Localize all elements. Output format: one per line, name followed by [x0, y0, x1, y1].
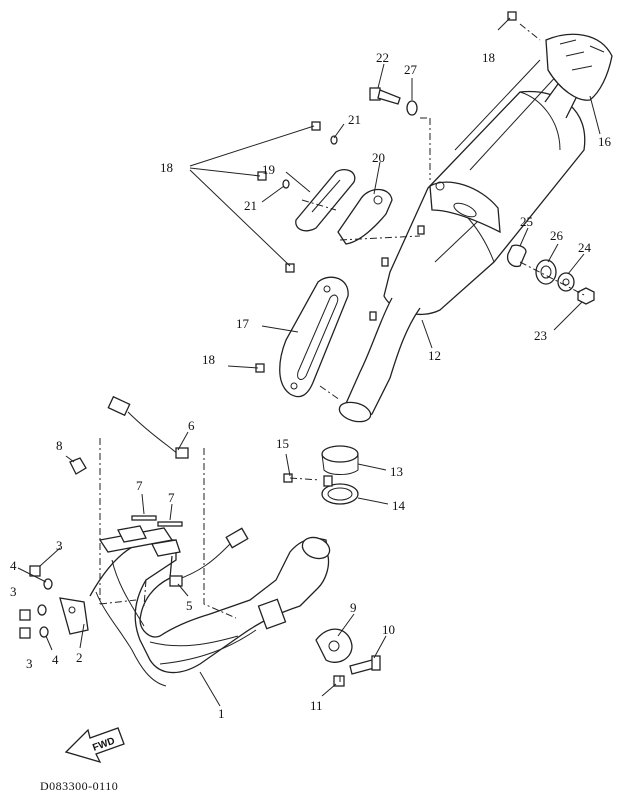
muffler-bracket — [279, 276, 349, 398]
nut-23 — [577, 287, 595, 305]
bolt-22 — [369, 87, 401, 105]
muffler-link-pipe — [338, 297, 421, 423]
end-cap — [545, 33, 613, 101]
bolts-3 — [19, 565, 41, 639]
callout-18b: 18 — [160, 160, 173, 175]
gaskets-7 — [131, 515, 183, 527]
callout-1: 1 — [218, 706, 225, 721]
callout-25: 25 — [520, 214, 533, 229]
callout-10: 10 — [382, 622, 395, 637]
callout-13: 13 — [390, 464, 403, 479]
washers-4 — [37, 578, 53, 638]
callouts: 1 2 3 3 3 4 4 5 6 7 7 8 9 10 11 12 13 14… — [10, 50, 612, 721]
o2-sensor-6 — [107, 395, 189, 459]
collar-25 — [506, 244, 527, 268]
fwd-arrow-icon: FWD — [64, 727, 125, 764]
callout-4a: 4 — [10, 558, 17, 573]
callout-6: 6 — [188, 418, 195, 433]
callout-3c: 3 — [26, 656, 33, 671]
callout-3b: 3 — [10, 584, 17, 599]
callout-16: 16 — [598, 134, 612, 149]
callout-2: 2 — [76, 650, 83, 665]
bracket-19 — [295, 168, 356, 232]
callout-4b: 4 — [52, 652, 59, 667]
callout-5: 5 — [186, 598, 193, 613]
clamp — [321, 475, 359, 505]
o2-sensor-5 — [169, 527, 249, 587]
washers-21 — [282, 135, 338, 189]
leader-lines — [17, 17, 601, 707]
washer-24 — [557, 272, 575, 292]
callout-27: 27 — [404, 62, 418, 77]
callout-18c: 18 — [202, 352, 215, 367]
callout-21a: 21 — [348, 112, 361, 127]
callout-11: 11 — [310, 698, 323, 713]
callout-22: 22 — [376, 50, 389, 65]
callout-21b: 21 — [244, 198, 257, 213]
callout-12: 12 — [428, 348, 441, 363]
callout-9: 9 — [350, 600, 357, 615]
bolt-10 — [349, 655, 381, 675]
alignment-lines — [99, 23, 587, 682]
callout-23: 23 — [534, 328, 547, 343]
callout-3a: 3 — [56, 538, 63, 553]
callout-24: 24 — [578, 240, 592, 255]
callout-17: 17 — [236, 316, 250, 331]
callout-8: 8 — [56, 438, 63, 453]
callout-20: 20 — [372, 150, 385, 165]
gasket — [321, 445, 359, 475]
callout-18a: 18 — [482, 50, 495, 65]
exhaust-header — [89, 525, 331, 687]
callout-15: 15 — [276, 436, 289, 451]
callout-14: 14 — [392, 498, 406, 513]
bolt-11 — [333, 675, 345, 687]
callout-26: 26 — [550, 228, 564, 243]
bracket-20 — [337, 188, 393, 245]
diagram-code: D083300-0110 — [40, 779, 118, 793]
bracket-2 — [59, 597, 89, 635]
callout-7b: 7 — [168, 490, 175, 505]
callout-7a: 7 — [136, 478, 143, 493]
callout-19: 19 — [262, 162, 275, 177]
stay-9 — [315, 628, 353, 663]
washer-27 — [406, 100, 418, 116]
